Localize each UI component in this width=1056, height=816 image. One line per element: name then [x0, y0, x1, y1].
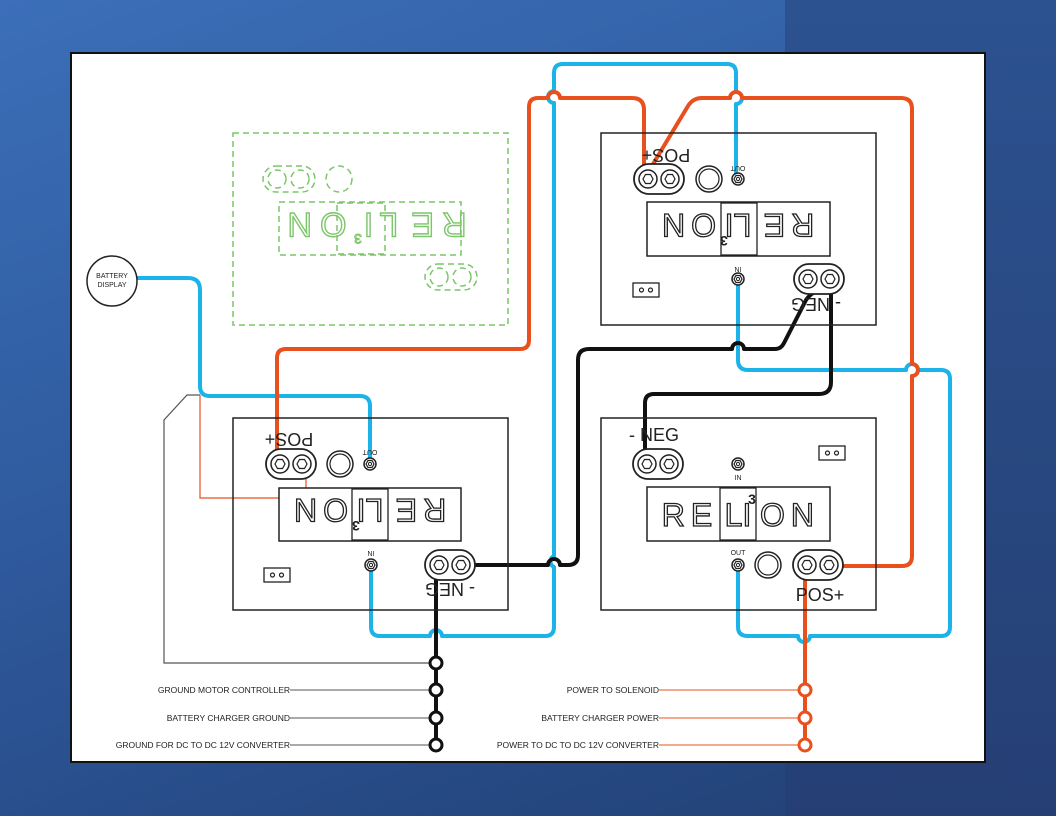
- battery-display: BATTERY DISPLAY: [86, 255, 138, 307]
- brand-sup: 3: [352, 518, 360, 534]
- out-port-icon: [731, 172, 745, 186]
- brand-on: ON: [288, 492, 348, 528]
- ghost-brand-li: LI: [358, 205, 398, 243]
- pos-terminal-icon: [265, 448, 317, 480]
- brand-re: RE: [390, 492, 446, 528]
- brand-li: LI: [725, 207, 752, 243]
- power-label-battery-charger: BATTERY CHARGER POWER: [541, 713, 659, 723]
- ground-label-motor-controller: GROUND MOTOR CONTROLLER: [158, 685, 290, 695]
- ground-label-battery-charger: BATTERY CHARGER GROUND: [167, 713, 290, 723]
- brand-li: LI: [725, 497, 752, 533]
- blue-wires: [132, 62, 952, 644]
- out-label: OUT: [730, 164, 746, 171]
- neg-terminal-icon: [632, 448, 684, 480]
- neg-label: - NEG: [629, 425, 679, 445]
- battery-display-label-line2: DISPLAY: [97, 282, 126, 289]
- pos-label: POS+: [642, 145, 691, 165]
- ground-terminal-icon: [428, 655, 444, 671]
- power-terminal-icon: [797, 710, 813, 726]
- connector-icon: [263, 567, 291, 583]
- brand-sup: 3: [720, 233, 728, 249]
- in-label: IN: [368, 549, 375, 556]
- battery-top-right: RE LI 3 ON POS+ OUT IN - NEG: [600, 132, 877, 326]
- in-port-icon: [731, 272, 745, 286]
- ground-terminal-icon: [428, 737, 444, 753]
- power-label-solenoid: POWER TO SOLENOID: [567, 685, 659, 695]
- brand-on: ON: [656, 207, 716, 243]
- power-terminal-icon: [797, 737, 813, 753]
- ghost-brand-re: RE: [403, 205, 466, 243]
- in-label: IN: [735, 265, 742, 272]
- battery-bottom-left: RE LI 3 ON POS+ OUT IN - NEG: [232, 417, 509, 611]
- out-port-icon: [363, 457, 377, 471]
- ghost-battery: [232, 132, 509, 326]
- out-port-icon: [731, 558, 745, 572]
- neg-label: - NEG: [791, 294, 841, 314]
- ground-terminal-icon: [428, 710, 444, 726]
- neg-terminal-icon: [424, 549, 476, 581]
- out-label: OUT: [731, 550, 747, 557]
- pos-label: POS+: [265, 429, 314, 449]
- out-label: OUT: [362, 448, 378, 455]
- ghost-brand-on: ON: [280, 205, 347, 243]
- battery-display-label-line1: BATTERY: [96, 273, 128, 280]
- neg-terminal-icon: [793, 263, 845, 295]
- ghost-battery-brand: RE LI 3 ON: [279, 204, 468, 247]
- pos-terminal-icon: [792, 549, 844, 581]
- connector-icon: [818, 445, 846, 461]
- neg-label: - NEG: [425, 579, 475, 599]
- ground-label-dc-converter: GROUND FOR DC TO DC 12V CONVERTER: [116, 740, 290, 750]
- brand-on: ON: [760, 497, 820, 533]
- brand-sup: 3: [748, 491, 756, 507]
- in-label: IN: [735, 475, 742, 482]
- in-port-icon: [731, 457, 745, 471]
- brand-re: RE: [662, 497, 718, 533]
- battery-bottom-right: RE LI 3 ON - NEG IN OUT POS+: [600, 417, 877, 611]
- connector-icon: [632, 282, 660, 298]
- power-terminal-icon: [797, 682, 813, 698]
- pos-label: POS+: [796, 585, 845, 605]
- brand-re: RE: [758, 207, 814, 243]
- terminal-ring-icon: [754, 551, 782, 579]
- ghost-brand-sup: 3: [354, 231, 362, 247]
- in-port-icon: [364, 558, 378, 572]
- brand-li: LI: [357, 492, 384, 528]
- terminal-ring-icon: [695, 165, 723, 193]
- ground-outputs: GROUND MOTOR CONTROLLER BATTERY CHARGER …: [116, 655, 444, 753]
- terminal-ring-icon: [326, 450, 354, 478]
- pos-terminal-icon: [633, 163, 685, 195]
- ground-terminal-icon: [428, 682, 444, 698]
- power-outputs: POWER TO SOLENOID BATTERY CHARGER POWER …: [497, 682, 813, 753]
- power-label-dc-converter: POWER TO DC TO DC 12V CONVERTER: [497, 740, 659, 750]
